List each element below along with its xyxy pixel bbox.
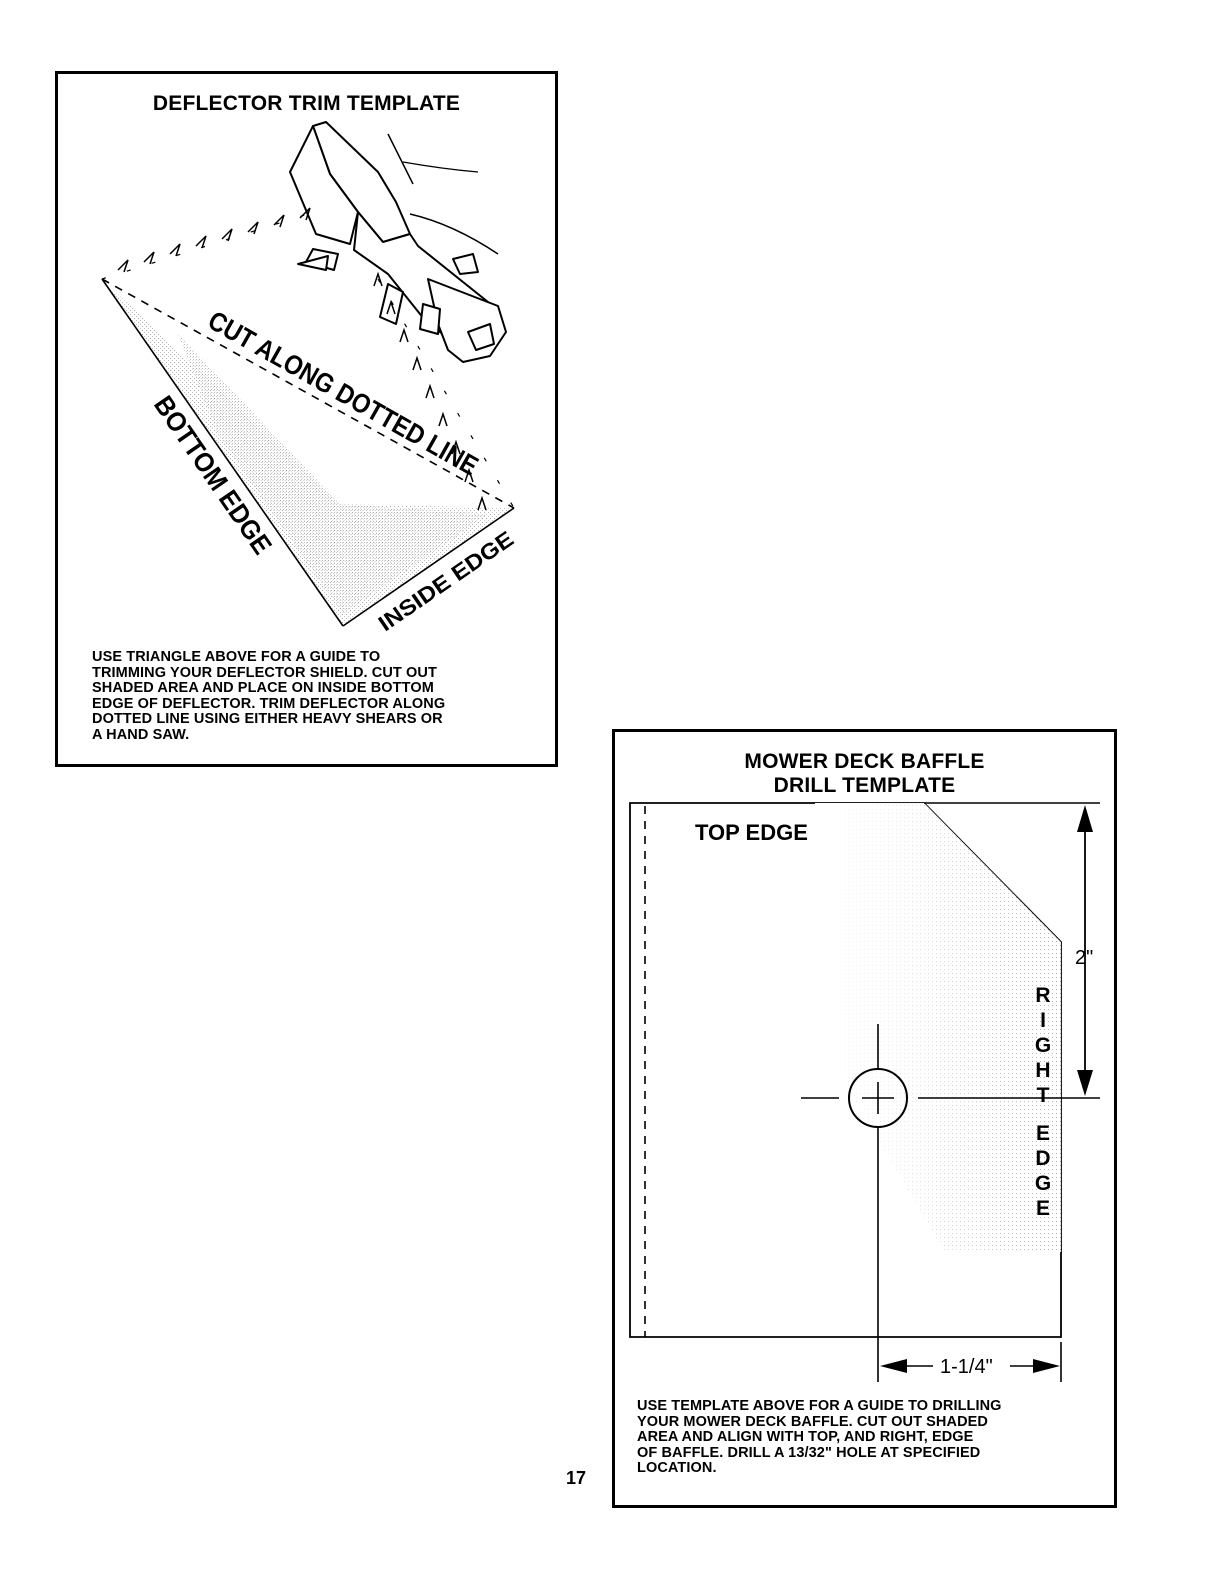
deflector-template-title: DEFLECTOR TRIM TEMPLATE — [152, 92, 461, 115]
cut-dotted-line — [101, 278, 515, 509]
right-word-label: RIGHT — [1032, 984, 1055, 1109]
drill-hole-circle — [848, 1068, 908, 1128]
guide-arrows-top — [117, 207, 311, 273]
page-number: 17 — [566, 1468, 587, 1488]
guide-dotted-right — [377, 278, 515, 509]
baffle-instructions-text: USE TEMPLATE ABOVE FOR A GUIDE TO DRILLI… — [637, 1398, 1002, 1477]
deflector-instructions-text: USE TRIANGLE ABOVE FOR A GUIDE TO TRIMMI… — [92, 649, 446, 743]
dim-2in-arrow-down — [1077, 1070, 1093, 1096]
mower-deck-baffle-panel: MOWER DECK BAFFLE DRILL TEMPLATE 2" — [612, 729, 1117, 1508]
baffle-template-title-line2: DRILL TEMPLATE — [773, 774, 956, 797]
deflector-diagram: CUT ALONG DOTTED LINE BOTTOM EDGE INSIDE… — [101, 121, 518, 636]
baffle-template-title-line1: MOWER DECK BAFFLE — [744, 750, 985, 773]
dim-2in-arrow-up — [1077, 805, 1093, 832]
guide-dotted-top — [101, 213, 309, 280]
dim-2in-label: 2" — [1075, 947, 1093, 969]
top-edge-label: TOP EDGE — [695, 820, 808, 845]
edge-word-label: EDGE — [1032, 1122, 1055, 1222]
baffle-shaded-fade — [815, 803, 1061, 1252]
deflector-shield-illustration — [289, 121, 507, 363]
dim-125-arrow-right — [1033, 1359, 1060, 1373]
dim-125-arrow-left — [880, 1359, 907, 1373]
inside-edge-line — [342, 507, 515, 627]
deflector-shaded-area-dense — [178, 334, 488, 614]
baffle-diagram: 2" 1-1/4" TOP EDGE RIGHT EDGE — [629, 802, 1100, 1382]
bottom-edge-line — [101, 278, 344, 627]
dim-125-label: 1-1/4" — [940, 1356, 993, 1378]
deflector-trim-template-panel: DEFLECTOR TRIM TEMPLATE — [55, 71, 558, 767]
